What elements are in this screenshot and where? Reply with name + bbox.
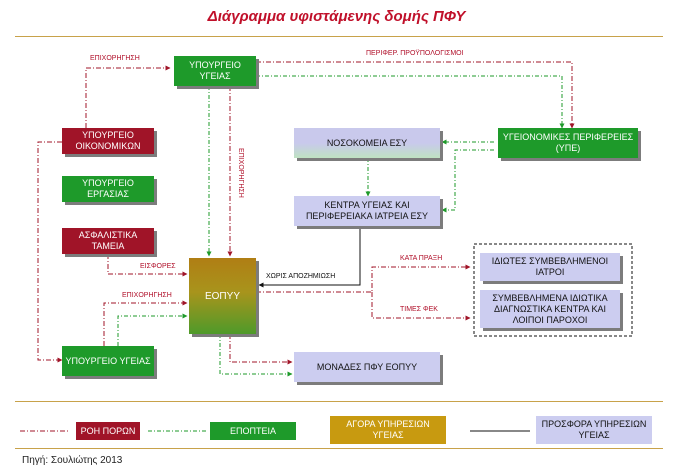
flow-eopyy-to-monades	[229, 334, 293, 365]
label-epixorigisi-vertical: ΕΠΙΧΟΡΗΓΗΣΗ	[237, 148, 244, 198]
supervision-ygeias-to-ype	[256, 75, 565, 129]
supervision-ype-to-kentra	[441, 149, 494, 213]
flow-ygeias-bottom-to-eopyy	[103, 300, 188, 346]
supervision-eopyy-to-monades	[219, 334, 293, 377]
label-xoris-apozimiosi: ΧΩΡΙΣ ΑΠΟΖΗΜΙΩΣΗ	[266, 273, 336, 280]
flow-tameia-to-eopyy	[107, 254, 188, 277]
label-eisfores: ΕΙΣΦΟΡΕΣ	[140, 263, 176, 270]
asfalistika-tameia-box: ΑΣΦΑΛΙΣΤΙΚΑ ΤΑΜΕΙΑ	[62, 228, 154, 254]
flow-oikonomikon-to-ygeias	[85, 65, 171, 128]
kentra-ygeias-box: ΚΕΝΤΡΑ ΥΓΕΙΑΣ ΚΑΙ ΠΕΡΙΦΕΡΕΙΑΚΑ ΙΑΤΡΕΙΑ Ε…	[294, 196, 440, 226]
flow-eopyy-to-idiotes	[256, 264, 471, 293]
ypourgeio-ygeias-bottom-box: ΥΠΟΥΡΓΕΙΟ ΥΓΕΙΑΣ	[62, 346, 154, 376]
legend-bottom-divider	[15, 448, 663, 449]
ypourgeio-ygeias-top-box: ΥΠΟΥΡΓΕΙΟ ΥΓΕΙΑΣ	[174, 56, 256, 86]
symvevlimena-kentra-box: ΣΥΜΒΕΒΛΗΜΕΝΑ ΙΔΙΩΤΙΚΑ ΔΙΑΓΝΩΣΤΙΚΑ ΚΕΝΤΡΑ…	[480, 290, 620, 328]
ypourgeio-oikonomikon-box: ΥΠΟΥΡΓΕΙΟ ΟΙΚΟΝΟΜΙΚΩΝ	[62, 128, 154, 154]
flow-kentra-to-eopyy	[258, 224, 361, 288]
legend-epopteia: ΕΠΟΠΤΕΙΑ	[210, 422, 296, 440]
eopyy-box: ΕΟΠΥΥ	[189, 258, 256, 334]
supervision-ygeias-bottom-to-eopyy	[117, 313, 188, 346]
legend-top-divider	[15, 401, 663, 402]
label-times-fek: ΤΙΜΕΣ ΦΕΚ	[400, 306, 438, 313]
label-kata-praxi: ΚΑΤΑ ΠΡΑΞΗ	[400, 255, 443, 262]
legend-roi-poron: ΡΟΗ ΠΟΡΩΝ	[76, 422, 140, 440]
legend-prosfora: ΠΡΟΣΦΟΡΑ ΥΠΗΡΕΣΙΩΝ ΥΓΕΙΑΣ	[536, 416, 652, 444]
flow-ygeias-to-ype	[256, 61, 575, 129]
monades-pfy-box: ΜΟΝΑΔΕΣ ΠΦΥ ΕΟΠΥΥ	[294, 352, 440, 382]
idiotes-iatroi-box: ΙΔΙΩΤΕΣ ΣΥΜΒΕΒΛΗΜΕΝΟΙ ΙΑΤΡΟΙ	[480, 253, 620, 281]
label-epixorigisi-top: ΕΠΙΧΟΡΗΓΗΣΗ	[90, 55, 140, 62]
label-epixorigisi-mid: ΕΠΙΧΟΡΗΓΗΣΗ	[122, 292, 172, 299]
label-perifer-proypologismoi: ΠΕΡΙΦΕΡ. ΠΡΟΫΠΟΛΟΓΙΣΜΟΙ	[366, 50, 464, 57]
legend-agora: ΑΓΟΡΑ ΥΠΗΡΕΣΙΩΝ ΥΓΕΙΑΣ	[330, 416, 446, 444]
flow-oikonomikon-to-ygeias-bottom	[37, 141, 63, 363]
flow-eopyy-to-symvevlimena	[371, 292, 471, 321]
ype-box: ΥΓΕΙΟΝΟΜΙΚΕΣ ΠΕΡΙΦΕΡΕΙΕΣ (ΥΠΕ)	[498, 128, 638, 158]
nosokomeia-box: ΝΟΣΟΚΟΜΕΙΑ ΕΣΥ	[294, 128, 440, 158]
page-title: Διάγραμμα υφιστάμενης δομής ΠΦΥ	[207, 8, 466, 25]
top-divider	[15, 36, 663, 37]
source-note: Πηγή: Σουλιώτης 2013	[22, 455, 123, 466]
ypourgeio-ergasias-box: ΥΠΟΥΡΓΕΙΟ ΕΡΓΑΣΙΑΣ	[62, 176, 154, 202]
